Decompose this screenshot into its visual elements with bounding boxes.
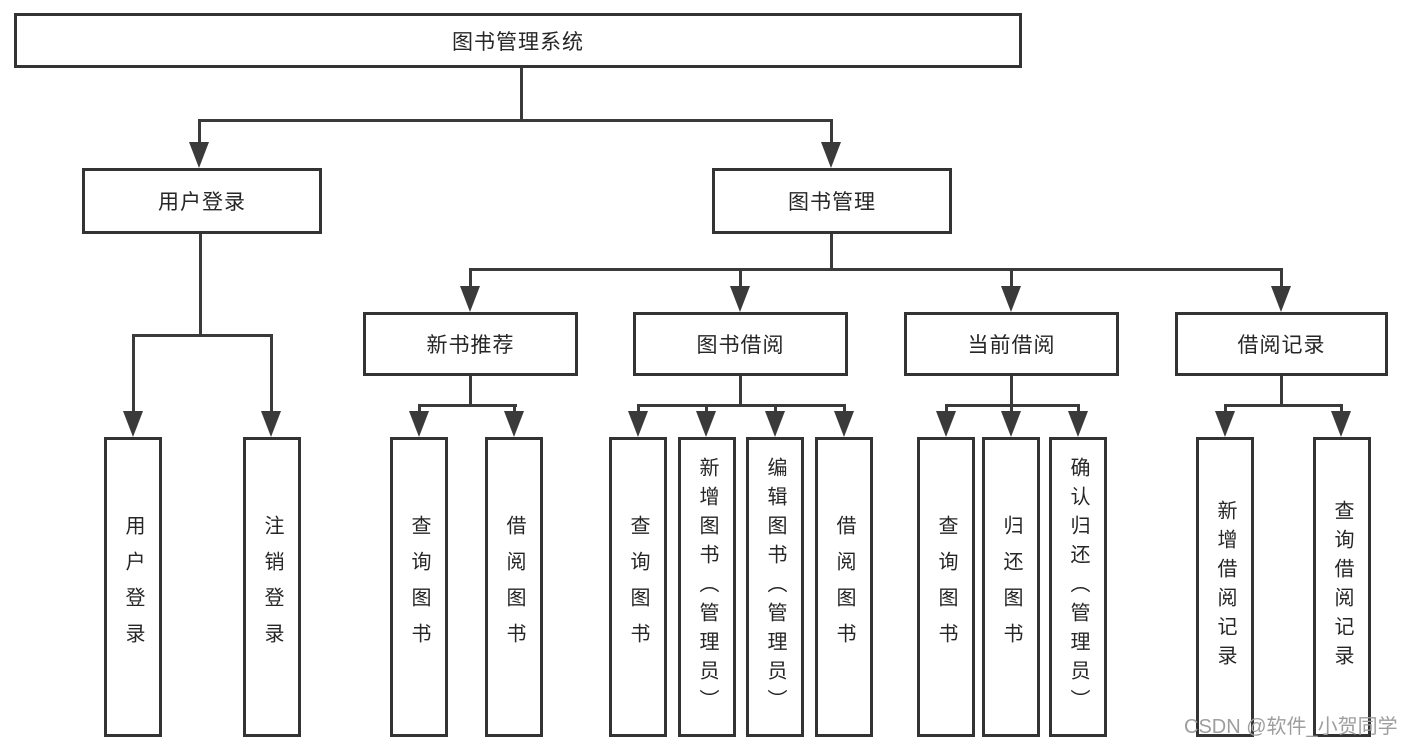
connector-drop-bor-edit: [774, 404, 777, 414]
leaf-cur-return-book: 归还图书: [982, 437, 1040, 737]
arrowhead-logout-leaf: [261, 411, 281, 437]
node-new-book-rec: 新书推荐: [363, 312, 578, 376]
connector-drop-login-leaf: [132, 334, 135, 414]
leaf-bor-edit-book-label: 编辑图书（管理员）: [764, 456, 786, 718]
leaf-cur-query-book: 查询图书: [917, 437, 975, 737]
leaf-bor-add-book-label: 新增图书（管理员）: [696, 456, 718, 718]
connector-book-mgmt-stem: [830, 233, 833, 271]
connector-drop-rec-query: [418, 404, 421, 414]
connector-drop-bor-borrow: [843, 404, 846, 414]
node-user-login: 用户登录: [82, 168, 322, 234]
arrowhead-cur-query: [936, 411, 956, 437]
connector-borrow-records-hbar: [1224, 404, 1343, 407]
connector-drop-cur-confirm: [1077, 404, 1080, 414]
csdn-watermark: CSDN @软件_小贺同学: [1184, 716, 1398, 738]
connector-drop-rcd-query: [1340, 404, 1343, 414]
connector-borrow-records-stem: [1280, 375, 1283, 406]
connector-root-hbar: [198, 119, 833, 122]
arrowhead-rcd-query: [1331, 411, 1351, 437]
connector-current-borrow-stem: [1010, 375, 1013, 406]
node-new-book-rec-label: 新书推荐: [426, 334, 515, 357]
arrowhead-cur-confirm: [1068, 411, 1088, 437]
arrowhead-bor-query: [628, 411, 648, 437]
leaf-rec-borrow-book-label: 借阅图书: [503, 515, 525, 659]
node-book-borrow: 图书借阅: [633, 312, 848, 376]
connector-drop-book-borrow: [739, 268, 742, 290]
arrowhead-user-login: [189, 142, 209, 168]
node-current-borrow: 当前借阅: [904, 312, 1119, 376]
leaf-rcd-query-record-label: 查询借阅记录: [1331, 500, 1353, 674]
connector-drop-rec-borrow: [513, 404, 516, 414]
leaf-cur-confirm-return: 确认归还（管理员）: [1049, 437, 1107, 737]
leaf-rcd-add-record-label: 新增借阅记录: [1214, 500, 1236, 674]
node-book-borrow-label: 图书借阅: [696, 334, 785, 357]
arrowhead-rec-borrow: [504, 411, 524, 437]
leaf-rec-query-book-label: 查询图书: [408, 515, 430, 659]
leaf-bor-query-book: 查询图书: [609, 437, 667, 737]
connector-root-stem: [520, 66, 523, 120]
leaf-logout: 注销登录: [243, 437, 301, 737]
arrowhead-cur-return: [1001, 411, 1021, 437]
node-book-mgmt: 图书管理: [712, 168, 952, 234]
connector-drop-book-mgmt: [830, 119, 833, 147]
leaf-bor-borrow-book: 借阅图书: [815, 437, 873, 737]
leaf-bor-edit-book: 编辑图书（管理员）: [746, 437, 804, 737]
leaf-logout-label: 注销登录: [261, 515, 283, 659]
leaf-rcd-add-record: 新增借阅记录: [1196, 437, 1254, 737]
node-current-borrow-label: 当前借阅: [967, 334, 1056, 357]
connector-user-login-stem: [199, 233, 202, 337]
leaf-rec-borrow-book: 借阅图书: [485, 437, 543, 737]
connector-new-book-rec-hbar: [418, 404, 517, 407]
arrowhead-book-borrow: [730, 286, 750, 312]
arrowhead-new-book-rec: [460, 286, 480, 312]
connector-drop-cur-query: [945, 404, 948, 414]
node-root: 图书管理系统: [14, 13, 1022, 68]
node-borrow-records: 借阅记录: [1175, 312, 1388, 376]
arrowhead-rec-query: [409, 411, 429, 437]
connector-drop-logout-leaf: [270, 334, 273, 414]
connector-drop-bor-query: [637, 404, 640, 414]
connector-book-mgmt-hbar: [469, 268, 1283, 271]
connector-drop-new-book-rec: [469, 268, 472, 290]
arrowhead-rcd-add: [1215, 411, 1235, 437]
node-borrow-records-label: 借阅记录: [1237, 334, 1326, 357]
connector-drop-borrow-records: [1280, 268, 1283, 290]
connector-book-borrow-hbar: [637, 404, 846, 407]
arrowhead-bor-borrow: [834, 411, 854, 437]
connector-drop-user-login: [198, 119, 201, 147]
leaf-cur-confirm-return-label: 确认归还（管理员）: [1067, 456, 1089, 718]
leaf-user-login: 用户登录: [104, 437, 162, 737]
arrowhead-login-leaf: [123, 411, 143, 437]
connector-book-borrow-stem: [739, 375, 742, 406]
node-user-login-label: 用户登录: [158, 191, 246, 214]
leaf-bor-add-book: 新增图书（管理员）: [678, 437, 736, 737]
leaf-cur-return-book-label: 归还图书: [1000, 515, 1022, 659]
arrowhead-book-mgmt: [821, 142, 841, 168]
leaf-user-login-label: 用户登录: [122, 515, 144, 659]
connector-drop-cur-return: [1010, 404, 1013, 414]
connector-drop-bor-add: [705, 404, 708, 414]
arrowhead-borrow-records: [1271, 286, 1291, 312]
leaf-cur-query-book-label: 查询图书: [935, 515, 957, 659]
node-root-label: 图书管理系统: [452, 30, 584, 54]
leaf-rec-query-book: 查询图书: [390, 437, 448, 737]
node-book-mgmt-label: 图书管理: [788, 191, 876, 214]
connector-drop-rcd-add: [1224, 404, 1227, 414]
arrowhead-bor-edit: [765, 411, 785, 437]
connector-new-book-rec-stem: [469, 375, 472, 406]
leaf-bor-query-book-label: 查询图书: [627, 515, 649, 659]
arrowhead-current-borrow: [1001, 286, 1021, 312]
arrowhead-bor-add: [696, 411, 716, 437]
connector-user-login-hbar: [132, 334, 273, 337]
connector-drop-current-borrow: [1010, 268, 1013, 290]
leaf-bor-borrow-book-label: 借阅图书: [833, 515, 855, 659]
leaf-rcd-query-record: 查询借阅记录: [1313, 437, 1371, 737]
